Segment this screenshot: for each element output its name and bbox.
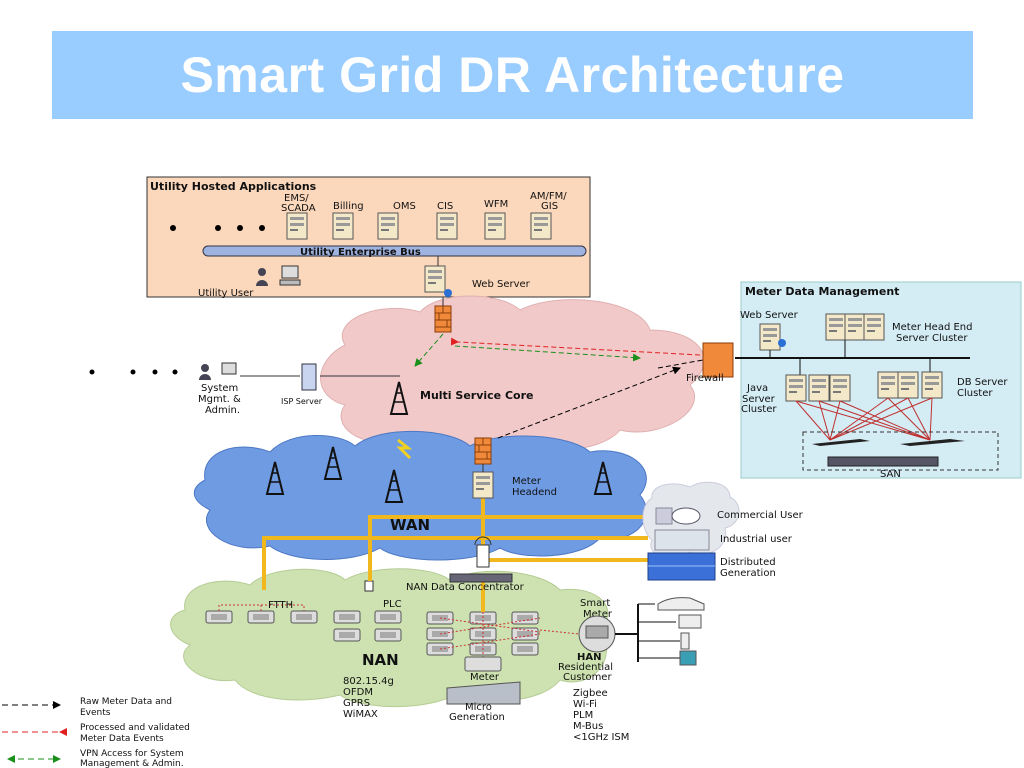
nan-tech-1: 802.15.4g [343,676,394,687]
residential-2: Customer [563,672,612,683]
multi-service-core-cloud: Multi Service Core [320,295,705,455]
san-box [802,431,999,471]
micro-gen-panel [446,681,521,705]
utility-user-label: Utility User [198,288,254,299]
system-label-1: System [201,383,238,394]
plc-label: PLC [383,599,402,610]
core-elements: System Mgmt. & Admin. ISP Server [89,297,452,460]
wan-label: WAN [390,516,430,534]
backbone-links [262,482,648,612]
san-label: SAN [880,469,901,480]
micro-gen-2: Generation [449,712,505,723]
bus-label: Utility Enterprise Bus [300,247,421,258]
legend: Raw Meter Data and Events Processed and … [2,697,190,768]
industrial-label: Industrial user [720,534,793,545]
smart-meter-1: Smart [580,598,610,609]
nan-tech-2: OFDM [343,687,373,698]
meter-headend: Meter Headend [472,437,557,499]
distributed-1: Distributed [720,557,776,568]
meter-device [464,656,502,672]
computer-icon [281,265,299,279]
legend-processed-2: Meter Data Events [80,734,164,744]
user-icon [258,268,266,276]
core-label: Multi Service Core [420,389,533,402]
concentrator-label: NAN Data Concentrator [406,582,525,593]
app-amfm: AM/FM/ [530,191,567,202]
enterprise-bus [202,245,587,257]
customers: Commercial User Industrial user Distribu… [642,481,804,581]
app-billing: Billing [333,201,364,212]
headend-label-1: Meter [512,476,542,487]
legend-vpn-2: Management & Admin. [80,759,184,768]
utility-heading: Utility Hosted Applications [150,180,317,193]
app-oms: OMS [393,201,416,212]
page-title: Smart Grid DR Architecture [180,47,845,103]
title-banner: Smart Grid DR Architecture [52,31,973,119]
data-flow-arrows [414,333,704,439]
legend-raw-2: Events [80,708,111,718]
system-label-3: Admin. [205,405,240,416]
isp-label: ISP Server [281,397,323,406]
app-scada: SCADA [281,203,316,214]
han-label: HAN [577,652,601,663]
legend-vpn-1: VPN Access for System [80,749,184,759]
legend-raw-1: Raw Meter Data and [80,697,172,707]
wireless-bolt-icon [396,438,413,460]
nan-label: NAN [362,651,399,669]
han-tech-1: Zigbee [573,688,608,699]
commercial-building-icon [655,507,673,525]
head-end-2: Server Cluster [896,333,968,344]
nan-tech-4: WiMAX [343,709,378,720]
micro-gen-1: Micro [465,702,492,713]
app-wfm: WFM [484,199,508,210]
java-2: Server [742,394,776,405]
utility-web-server-label: Web Server [472,279,531,290]
smart-meter-2: Meter [583,609,613,620]
han-tech-5: <1GHz ISM [573,732,629,743]
mdm-panel: Meter Data Management Web Server Meter H… [686,281,1022,480]
headend-label-2: Headend [512,487,557,498]
ev-car-icon [657,597,705,611]
han-section: Smart Meter HAN Residential Customer Zig… [539,597,705,743]
residential-1: Residential [558,662,613,673]
nan-data-concentrator: NAN Data Concentrator [406,536,525,593]
nan-tech-3: GPRS [343,698,370,709]
app-cis: CIS [437,201,453,212]
han-tech-4: M-Bus [573,721,603,732]
display-icon [679,650,697,666]
admin-user-icon [201,364,209,372]
nan-cloud: NAN 802.15.4g OFDM GPRS WiMAX FTTH PLC M… [170,568,609,723]
appliance-icon [678,614,702,629]
java-1: Java [746,383,768,394]
utility-hosted-apps-panel: Utility Hosted Applications EMS/ SCADA B… [146,176,591,299]
industrial-icon [654,529,710,551]
plc-coupler [364,580,374,592]
thermostat-icon [680,632,690,650]
firewall-label: Firewall [686,373,724,384]
app-ems: EMS/ [284,193,309,204]
wan-cloud: WAN [193,430,647,561]
mdm-web-server-label: Web Server [740,310,799,321]
head-end-1: Meter Head End [892,322,972,333]
legend-processed-1: Processed and validated [80,723,190,733]
mdm-heading: Meter Data Management [745,285,899,298]
han-tech-2: Wi-Fi [573,699,597,710]
firewall-icon [702,342,734,378]
globe-icon [444,289,452,297]
app-gis: GIS [541,201,558,212]
han-tech-3: PLM [573,710,593,721]
distributed-2: Generation [720,568,776,579]
db-1: DB Server [957,377,1008,388]
java-3: Cluster [741,404,777,415]
isp-server-icon [301,363,317,391]
ftth-label: FTTH [268,600,293,611]
admin-computer-icon [221,362,237,375]
db-2: Cluster [957,388,993,399]
commercial-label: Commercial User [717,510,804,521]
system-label-2: Mgmt. & [198,394,241,405]
meter-label: Meter [470,672,500,683]
